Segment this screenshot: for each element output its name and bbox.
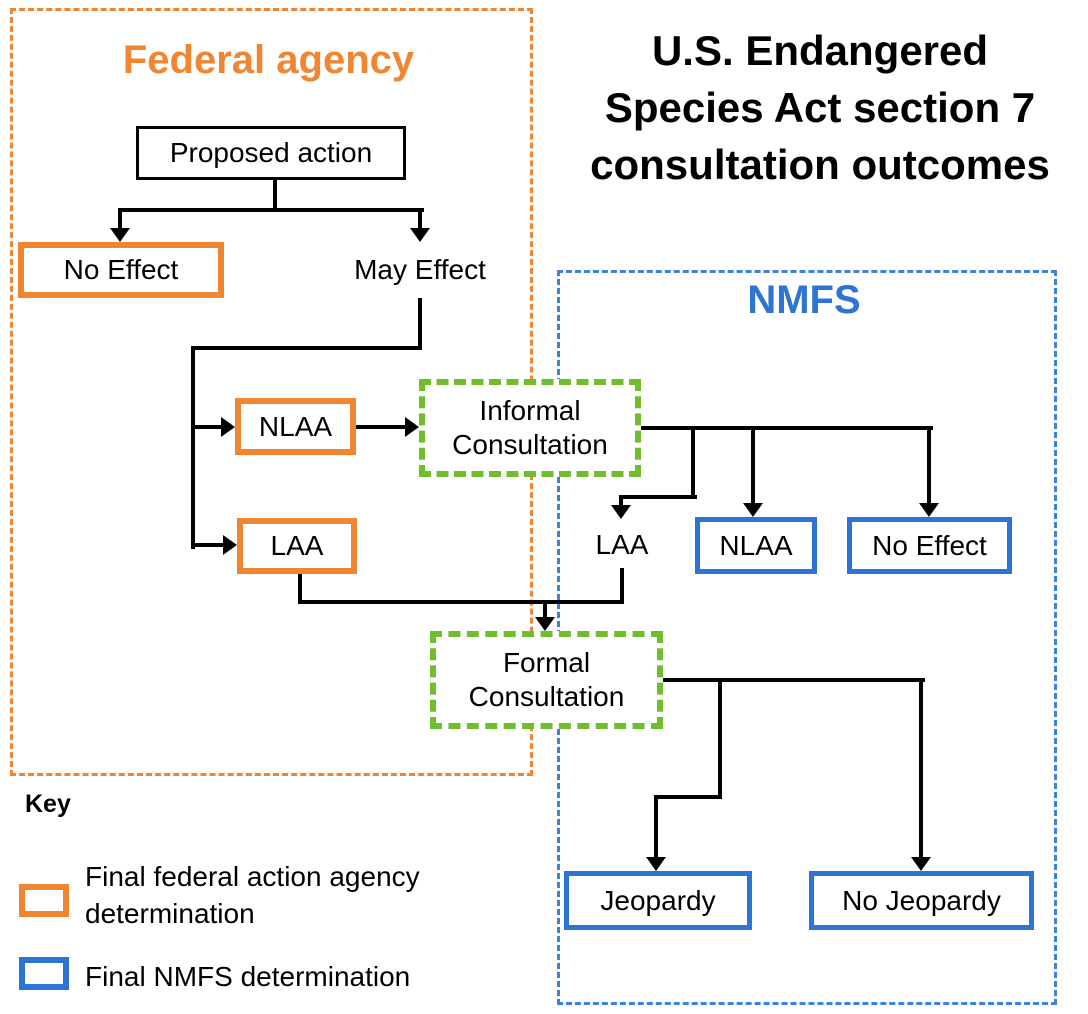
connector-jeopardy-stub xyxy=(654,795,658,858)
connector-jeopardy-drop xyxy=(718,678,722,799)
node-jeopardy: Jeopardy xyxy=(564,871,752,930)
arrow-into-formal-consultation xyxy=(535,617,555,631)
connector-agency-spine xyxy=(191,346,195,549)
connector-to-may-effect xyxy=(418,210,422,230)
connector-informal-noeffect-drop xyxy=(927,426,931,504)
connector-to-formal-stub xyxy=(543,600,547,618)
arrow-into-no-effect-agency xyxy=(110,228,130,242)
arrow-into-may-effect xyxy=(410,228,430,242)
arrow-into-no-jeopardy xyxy=(911,857,931,871)
key-heading: Key xyxy=(25,790,71,818)
connector-to-no-effect xyxy=(118,210,122,230)
connector-formal-merge xyxy=(298,600,624,604)
connector-no-jeopardy-drop xyxy=(919,678,923,860)
node-formal-consultation: Formal Consultation xyxy=(430,631,663,729)
connector-may-effect-drop xyxy=(418,298,422,350)
connector-informal-out xyxy=(640,426,933,430)
node-laa-agency: LAA xyxy=(237,518,357,574)
key-label-federal-determination: Final federal action agency determinatio… xyxy=(85,861,420,929)
node-nlaa-nmfs: NLAA xyxy=(695,517,817,574)
connector-may-effect-left xyxy=(191,346,422,350)
node-proposed-action: Proposed action xyxy=(136,126,406,180)
connector-informal-nlaa-drop xyxy=(751,426,755,504)
federal-agency-region-label: Federal agency xyxy=(122,38,415,82)
connector-proposed-branch xyxy=(118,208,424,212)
node-no-effect-agency: No Effect xyxy=(18,242,224,298)
connector-to-laa-agency xyxy=(191,543,225,547)
connector-informal-laa-elbow xyxy=(619,495,697,499)
arrow-into-no-effect-nmfs xyxy=(919,503,939,517)
node-informal-consultation: Informal Consultation xyxy=(419,379,641,477)
key-label-nmfs-determination: Final NMFS determination xyxy=(85,961,411,992)
connector-proposed-drop xyxy=(273,180,277,212)
key-swatch-nmfs-determination xyxy=(19,957,69,990)
node-no-effect-nmfs: No Effect xyxy=(847,517,1012,574)
node-may-effect: May Effect xyxy=(354,254,486,286)
connector-nlaa-to-informal xyxy=(356,425,406,429)
arrow-into-jeopardy xyxy=(646,857,666,871)
arrow-into-nlaa-nmfs xyxy=(743,503,763,517)
nmfs-region-label: NMFS xyxy=(747,278,861,322)
connector-jeopardy-elbow xyxy=(654,795,722,799)
key-swatch-federal-determination xyxy=(19,884,69,917)
arrow-into-informal-consultation xyxy=(405,417,419,437)
connector-formal-out xyxy=(662,678,925,682)
arrow-into-laa-agency xyxy=(223,535,237,555)
arrow-into-laa-nmfs xyxy=(611,505,631,519)
node-no-jeopardy: No Jeopardy xyxy=(809,871,1034,930)
arrow-into-nlaa-agency xyxy=(221,417,235,437)
connector-laa-agency-drop xyxy=(298,573,302,604)
node-nlaa-agency: NLAA xyxy=(235,398,356,455)
connector-informal-laa-drop xyxy=(691,426,695,499)
connector-to-nlaa-agency xyxy=(191,425,223,429)
connector-informal-laa-stub xyxy=(619,495,623,507)
connector-laa-nmfs-drop xyxy=(620,568,624,602)
node-laa-nmfs: LAA xyxy=(595,529,649,561)
diagram-title: U.S. Endangered Species Act section 7 co… xyxy=(590,27,1050,188)
